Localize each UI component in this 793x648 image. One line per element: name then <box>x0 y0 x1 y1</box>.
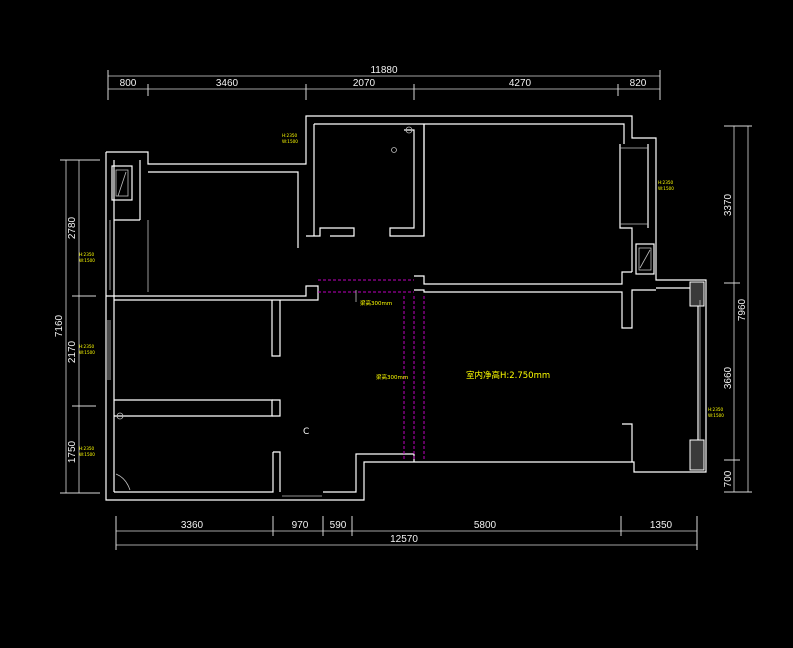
window-tag-left-2: H:2350 W:1500 <box>79 344 95 355</box>
shaft-top-left <box>111 165 133 201</box>
room-height-label: 室内净高H:2.750mm <box>466 370 550 381</box>
top-dimension-chain: 11880 800 3460 2070 4270 820 <box>107 65 661 100</box>
svg-text:W:1500: W:1500 <box>79 452 95 457</box>
dim-top-3: 2070 <box>353 78 376 89</box>
svg-text:H:2350: H:2350 <box>282 133 298 138</box>
svg-text:W:1500: W:1500 <box>282 139 298 144</box>
beam-label-upper: 梁高300mm <box>360 299 392 307</box>
dim-top-total: 11880 <box>370 65 398 76</box>
dim-bottom-4: 5800 <box>474 520 497 531</box>
window-tag-right-bottom: H:2350 W:1500 <box>708 407 724 418</box>
dim-right-total: 7960 <box>737 298 748 321</box>
right-dimension-chain: 3370 7960 3660 700 <box>723 125 752 493</box>
window-tag-left-3: H:2350 W:1500 <box>79 446 95 457</box>
svg-text:H:2350: H:2350 <box>79 252 95 257</box>
dim-right-1: 3370 <box>723 193 734 216</box>
window-tag-left-1: H:2350 W:1500 <box>79 252 95 263</box>
shaft-right <box>635 243 655 275</box>
fixtures <box>107 126 705 497</box>
dim-top-5: 820 <box>630 78 647 89</box>
walls <box>105 115 707 501</box>
left-dimension-chain: 7160 2780 2170 1750 <box>54 159 100 494</box>
beam-label-lower: 梁高300mm <box>376 373 408 381</box>
annotations: 室内净高H:2.750mm 梁高300mm 梁高300mm C H:2350 W… <box>79 133 724 457</box>
svg-text:H:2350: H:2350 <box>79 344 95 349</box>
dim-top-4: 4270 <box>509 78 532 89</box>
svg-text:W:1500: W:1500 <box>658 186 674 191</box>
dim-top-2: 3460 <box>216 78 239 89</box>
dim-bottom-total: 12570 <box>390 534 418 545</box>
dim-right-3: 700 <box>723 470 734 487</box>
dim-right-2: 3660 <box>723 366 734 389</box>
dim-bottom-3: 590 <box>330 520 347 531</box>
dim-left-3: 1750 <box>67 440 78 463</box>
dim-left-1: 2780 <box>67 216 78 239</box>
dim-top-1: 800 <box>120 78 137 89</box>
dim-left-total: 7160 <box>54 314 65 337</box>
svg-text:H:2350: H:2350 <box>658 180 674 185</box>
dim-bottom-1: 3360 <box>181 520 204 531</box>
svg-text:H:2350: H:2350 <box>708 407 724 412</box>
outer-wall <box>105 115 707 501</box>
symbol-c: C <box>303 427 309 437</box>
bottom-dimension-chain: 3360 970 590 5800 1350 12570 <box>115 516 698 550</box>
svg-text:W:1500: W:1500 <box>79 258 95 263</box>
dim-left-2: 2170 <box>67 340 78 363</box>
window-tag-right-top: H:2350 W:1500 <box>658 180 674 191</box>
dim-bottom-5: 1350 <box>650 520 673 531</box>
svg-text:H:2350: H:2350 <box>79 446 95 451</box>
beams <box>318 279 425 460</box>
svg-text:W:1500: W:1500 <box>79 350 95 355</box>
window-tag-top-middle: H:2350 W:1500 <box>282 133 298 144</box>
dim-bottom-2: 970 <box>292 520 309 531</box>
svg-text:W:1500: W:1500 <box>708 413 724 418</box>
